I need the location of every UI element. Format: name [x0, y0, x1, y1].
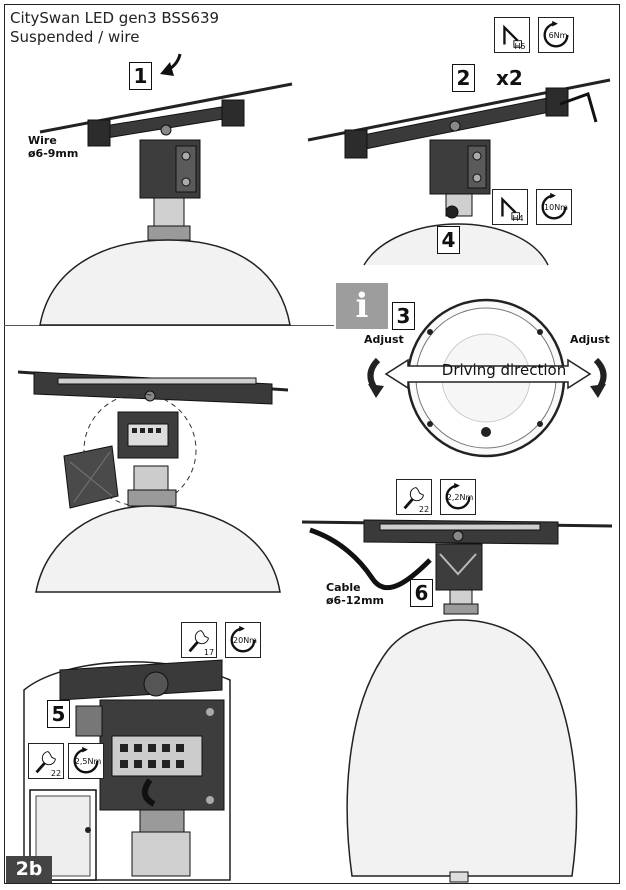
title-line1: CitySwan LED gen3 BSS639 [10, 9, 220, 27]
step4-hex-size: H4 [512, 214, 524, 223]
step5-torque-value: 20Nm [233, 636, 257, 645]
step4-torque-value: 10Nm [544, 203, 568, 212]
title-line2: Suspended / wire [10, 28, 140, 46]
cable-label-title: Cable [326, 581, 361, 594]
step2-multiplier: x2 [496, 66, 523, 90]
step1-number: 1 [129, 62, 152, 90]
info-icon: i [336, 283, 388, 329]
wrench-tool-step5b: 22 [28, 743, 64, 779]
page-frame [4, 4, 620, 884]
step3-number: 3 [392, 302, 415, 330]
step5-wrench-size: 17 [203, 648, 215, 657]
step5b-torque-value: 2,5Nm [74, 757, 102, 766]
torque-icon-step5: 20Nm [225, 622, 261, 658]
hex-key-tool-step2: H5 [494, 17, 530, 53]
step2-torque-value: 6Nm [548, 31, 568, 40]
wire-label-size: ø6-9mm [28, 147, 79, 160]
cable-label-size: ø6-12mm [326, 594, 385, 607]
step2-number: 2 [452, 64, 475, 92]
wrench-tool-step5: 17 [181, 622, 217, 658]
step5-number: 5 [47, 700, 70, 728]
torque-icon-step4: 10Nm [536, 189, 572, 225]
torque-icon-step2: 6Nm [538, 17, 574, 53]
adjust-right-label: Adjust [570, 333, 610, 346]
step6-torque-value: 2,2Nm [446, 493, 474, 502]
page-title: CitySwan LED gen3 BSS639 Suspended / wir… [10, 9, 219, 47]
adjust-left-label: Adjust [364, 333, 404, 346]
torque-icon-step5b: 2,5Nm [68, 743, 104, 779]
wrench-tool-step6: 22 [396, 479, 432, 515]
step5b-wrench-size: 22 [50, 769, 62, 778]
torque-icon-step6: 2,2Nm [440, 479, 476, 515]
wire-label: Wire ø6-9mm [28, 134, 78, 160]
hex-key-tool-step4: H4 [492, 189, 528, 225]
step6-number: 6 [410, 579, 433, 607]
driving-direction-label: Driving direction [441, 361, 567, 379]
wire-label-title: Wire [28, 134, 57, 147]
step2-hex-size: H5 [514, 42, 526, 51]
step6-wrench-size: 22 [418, 505, 430, 514]
step4-number: 4 [437, 226, 460, 254]
page-badge: 2b [6, 856, 52, 883]
cable-label: Cable ø6-12mm [326, 581, 384, 607]
